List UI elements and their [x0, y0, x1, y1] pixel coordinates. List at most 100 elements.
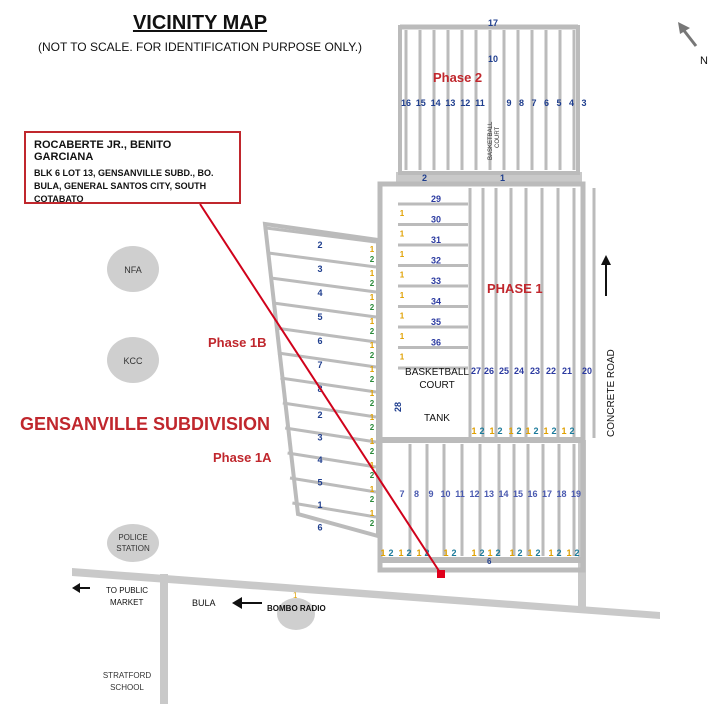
phase2-lot-14: 14	[431, 98, 441, 108]
map-subtitle: (NOT TO SCALE. FOR IDENTIFICATION PURPOS…	[37, 40, 363, 54]
to-public-market-label-2: MARKET	[110, 598, 143, 607]
lot-1: 1	[400, 230, 405, 239]
lot-2: 2	[535, 548, 540, 558]
phase1-lot-16: 16	[527, 489, 537, 499]
phase2-lot-11: 11	[475, 98, 485, 108]
phase1-lot-30: 30	[431, 215, 441, 225]
lot-1: 1	[380, 548, 385, 558]
phase1-lot-31: 31	[431, 235, 441, 245]
stratford-label-1: STRATFORD	[103, 671, 152, 680]
lot-2: 2	[517, 548, 522, 558]
lot-1: 1	[400, 332, 405, 341]
lot-2: 2	[370, 303, 375, 312]
lot-divider	[289, 476, 377, 494]
lot-1: 1	[370, 341, 375, 350]
phase1b-lot-6: 6	[317, 336, 322, 346]
bombo-radio-label: BOMBO RADIO	[267, 604, 326, 613]
lot-1: 1	[487, 548, 492, 558]
lot-2: 2	[370, 423, 375, 432]
phase2-road-lot-1: 1	[500, 173, 505, 183]
lot-2: 2	[551, 426, 556, 436]
lot-1: 1	[543, 426, 548, 436]
lot-2: 2	[451, 548, 456, 558]
kcc-label: KCC	[123, 356, 143, 366]
phase2-lot-16: 16	[401, 98, 411, 108]
lot-1: 1	[509, 548, 514, 558]
side-road	[160, 574, 168, 704]
phase1-lot-13: 13	[484, 489, 494, 499]
phase2-lot-6: 6	[544, 98, 549, 108]
owner-name: ROCABERTE JR., BENITO GARCIANA	[34, 139, 172, 163]
owner-info-box: ROCABERTE JR., BENITO GARCIANA BLK 6 LOT…	[24, 131, 241, 204]
phase1-lot-33: 33	[431, 276, 441, 286]
police-label-1: POLICE	[118, 533, 147, 542]
lot-2: 2	[370, 447, 375, 456]
lot-1: 1	[525, 426, 530, 436]
lot-1: 1	[370, 293, 375, 302]
bombo-radio-marker	[277, 598, 315, 630]
phase1b-lot-3: 3	[317, 264, 322, 274]
phase1-lot-20: 20	[582, 366, 592, 376]
phase1-lot-9: 9	[428, 489, 433, 499]
lot-2: 2	[479, 548, 484, 558]
lot-1: 1	[398, 548, 403, 558]
lot-2: 2	[497, 426, 502, 436]
lot-1: 1	[370, 269, 375, 278]
phase1-lot-35: 35	[431, 317, 441, 327]
lot-1: 1	[443, 548, 448, 558]
phase1b-lot-5: 5	[317, 312, 322, 322]
phase1-lot-15: 15	[513, 489, 523, 499]
phase1-lot-10: 10	[440, 489, 450, 499]
basketball-court-label-2: COURT	[419, 380, 454, 391]
phase1-label: PHASE 1	[487, 281, 543, 296]
phase1a-lot-5: 5	[317, 478, 322, 488]
phase1-lot-12: 12	[469, 489, 479, 499]
phase1-lot-18: 18	[556, 489, 566, 499]
lot-2: 2	[370, 255, 375, 264]
lot-1: 1	[370, 365, 375, 374]
lot-2: 2	[370, 279, 375, 288]
phase1-lot-36: 36	[431, 338, 441, 348]
lot-2: 2	[370, 519, 375, 528]
phase1a-lot-1: 1	[317, 500, 322, 510]
lot-divider	[280, 376, 377, 394]
phase2-lot-15: 15	[416, 98, 426, 108]
phase2-label: Phase 2	[433, 70, 482, 85]
kcc-marker	[107, 337, 159, 383]
lot-divider	[282, 401, 377, 419]
phase1a-lot-3: 3	[317, 433, 322, 443]
phase1-lot-8: 8	[414, 489, 419, 499]
nfa-marker	[107, 246, 159, 292]
lot-1: 1	[400, 209, 405, 218]
phase1-lot-22: 22	[546, 366, 556, 376]
phase1-lot-6: 6	[487, 557, 492, 566]
market-arrow-icon	[72, 583, 90, 593]
lot-1: 1	[400, 250, 405, 259]
lot-2: 2	[370, 375, 375, 384]
lot-divider	[284, 426, 377, 444]
phase1-lot-34: 34	[431, 297, 441, 307]
lot-2: 2	[556, 548, 561, 558]
lot-1: 1	[508, 426, 513, 436]
phase1a-lot-2: 2	[317, 410, 322, 420]
phase1-lot-11: 11	[455, 489, 465, 499]
nfa-label: NFA	[124, 265, 142, 275]
lot-marker	[437, 570, 445, 578]
lot-1: 1	[370, 461, 375, 470]
lot-2: 2	[388, 548, 393, 558]
lot-1: 1	[400, 291, 405, 300]
lot-1: 1	[370, 389, 375, 398]
phase1-lot-25: 25	[499, 366, 509, 376]
lot-1: 1	[527, 548, 532, 558]
concrete-road-arrow-icon	[601, 255, 611, 296]
phase1a-lot-4: 4	[317, 455, 322, 465]
lot-1: 1	[400, 271, 405, 280]
phase1-block: PHASE 1 BASKETBALL COURT TANK 2930313233…	[377, 181, 596, 573]
basketball-court-label-1: BASKETBALL	[405, 367, 469, 378]
lot-1: 1	[489, 426, 494, 436]
phase1-lot-26: 26	[484, 366, 494, 376]
lot-divider	[275, 326, 377, 344]
phase2-lot-5: 5	[556, 98, 561, 108]
lot-1: 1	[370, 245, 375, 254]
